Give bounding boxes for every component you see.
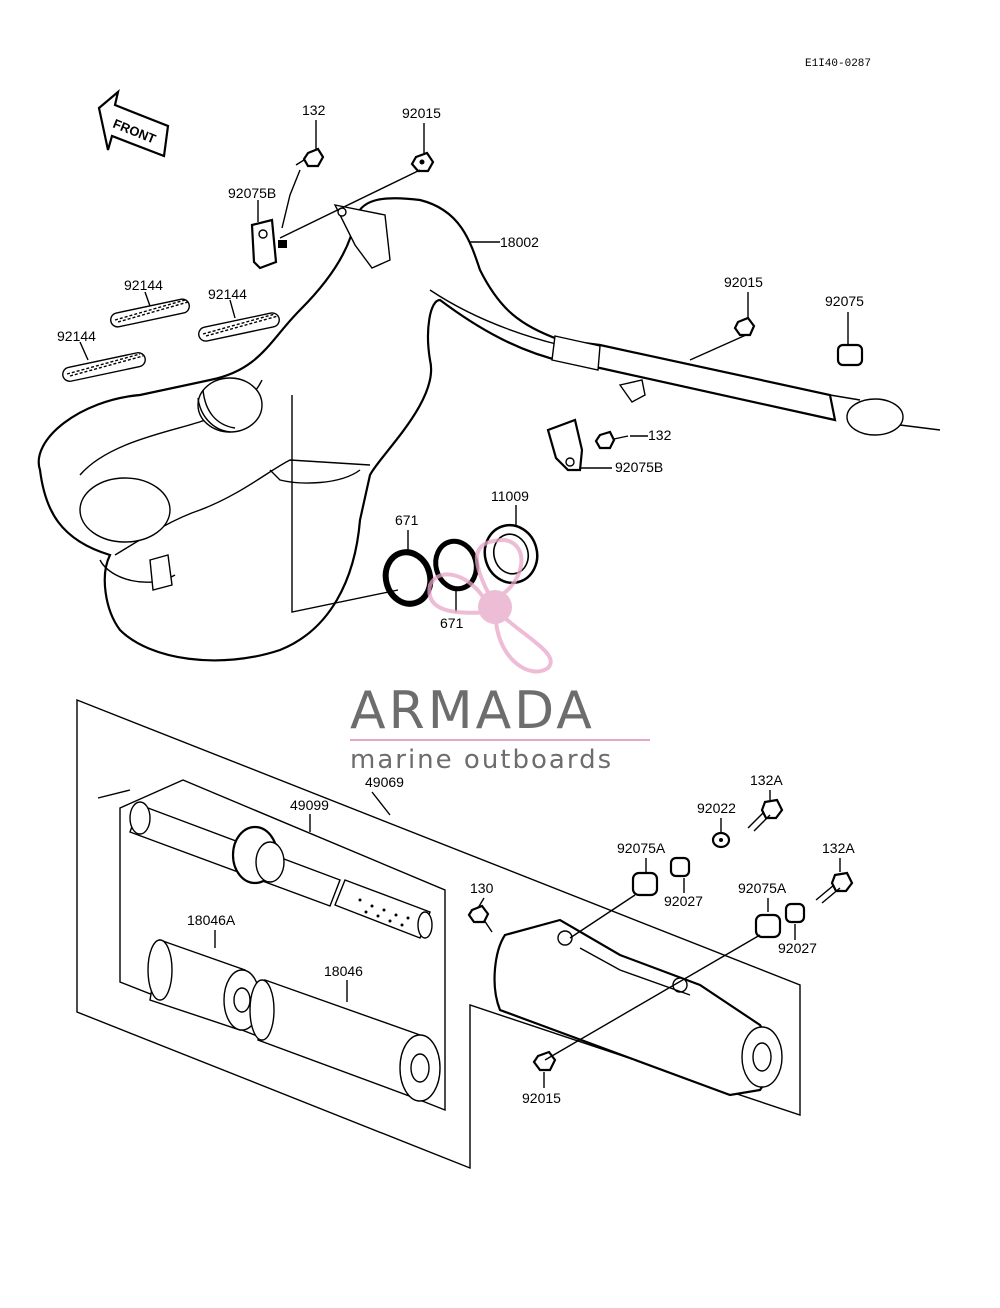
label-18046: 18046 bbox=[324, 963, 363, 979]
grommet-92075-right bbox=[836, 343, 864, 367]
label-130: 130 bbox=[470, 880, 494, 896]
spring-92144-c bbox=[62, 352, 146, 382]
label-92022: 92022 bbox=[697, 800, 736, 816]
label-132A-a: 132A bbox=[750, 772, 783, 788]
label-92027-a: 92027 bbox=[664, 893, 703, 909]
label-92075A-b: 92075A bbox=[738, 880, 787, 896]
label-92027-b: 92027 bbox=[778, 940, 817, 956]
grommet-92075A-b bbox=[754, 913, 782, 939]
part-labels: 132 92015 92075B 18002 92144 92144 92144… bbox=[57, 102, 864, 1106]
diagram-code: E1I40-0287 bbox=[805, 58, 871, 70]
packing-18046A bbox=[147, 939, 261, 1031]
label-132-mid: 132 bbox=[648, 427, 672, 443]
bolt-130-icon bbox=[467, 904, 493, 933]
bolt-132A-a-icon bbox=[747, 798, 784, 832]
label-92015-right: 92015 bbox=[724, 274, 763, 290]
bracket-92075B-mid bbox=[546, 379, 646, 472]
label-671-a: 671 bbox=[395, 512, 419, 528]
label-92075-right: 92075 bbox=[825, 293, 864, 309]
front-arrow-icon: FRONT bbox=[97, 89, 170, 158]
packing-18046 bbox=[249, 979, 441, 1102]
silencer-assembly-box bbox=[76, 698, 801, 1170]
label-11009: 11009 bbox=[491, 488, 529, 504]
armada-watermark: ARMADA marine outboards bbox=[350, 537, 650, 775]
leader-lines bbox=[79, 120, 849, 1088]
label-18046A: 18046A bbox=[187, 912, 236, 928]
bolt-132-mid-icon bbox=[594, 430, 629, 450]
collar-92027-a bbox=[669, 856, 691, 878]
spring-92144-b bbox=[198, 312, 280, 342]
label-49099: 49099 bbox=[290, 797, 329, 813]
label-132-top: 132 bbox=[302, 102, 326, 118]
label-132A-b: 132A bbox=[822, 840, 855, 856]
grommet-92075A-a bbox=[631, 871, 659, 897]
label-92075B-top: 92075B bbox=[228, 185, 276, 201]
label-671-b: 671 bbox=[440, 615, 464, 631]
propeller-logo-icon bbox=[427, 537, 553, 674]
label-92075A-a: 92075A bbox=[617, 840, 666, 856]
label-92015-bottom: 92015 bbox=[522, 1090, 561, 1106]
nut-92015-bottom-icon bbox=[532, 1050, 557, 1072]
label-92144-c: 92144 bbox=[57, 328, 96, 344]
gasket-671-a bbox=[382, 549, 434, 607]
bolt-132-top-icon bbox=[295, 147, 325, 168]
label-92144-a: 92144 bbox=[124, 277, 163, 293]
watermark-tagline: marine outboards bbox=[350, 745, 613, 775]
nut-92015-right-icon bbox=[733, 316, 756, 337]
collar-92027-b bbox=[784, 902, 806, 924]
label-92144-b: 92144 bbox=[208, 286, 247, 302]
watermark-name: ARMADA bbox=[350, 681, 595, 741]
washer-92022-icon bbox=[711, 831, 731, 849]
nut-92015-top-icon bbox=[410, 151, 435, 173]
gasket-11009 bbox=[483, 523, 539, 585]
label-92075B-mid: 92075B bbox=[615, 459, 663, 475]
label-18002: 18002 bbox=[500, 234, 539, 250]
spring-92144-a bbox=[110, 298, 190, 328]
bracket-92075B-top bbox=[250, 218, 287, 270]
bolt-132A-b-icon bbox=[815, 871, 854, 904]
label-49069: 49069 bbox=[365, 774, 404, 790]
expansion-chamber bbox=[37, 197, 941, 662]
label-92015-top: 92015 bbox=[402, 105, 441, 121]
inner-pipe-49099 bbox=[129, 801, 433, 939]
silencer-body bbox=[493, 918, 783, 1097]
